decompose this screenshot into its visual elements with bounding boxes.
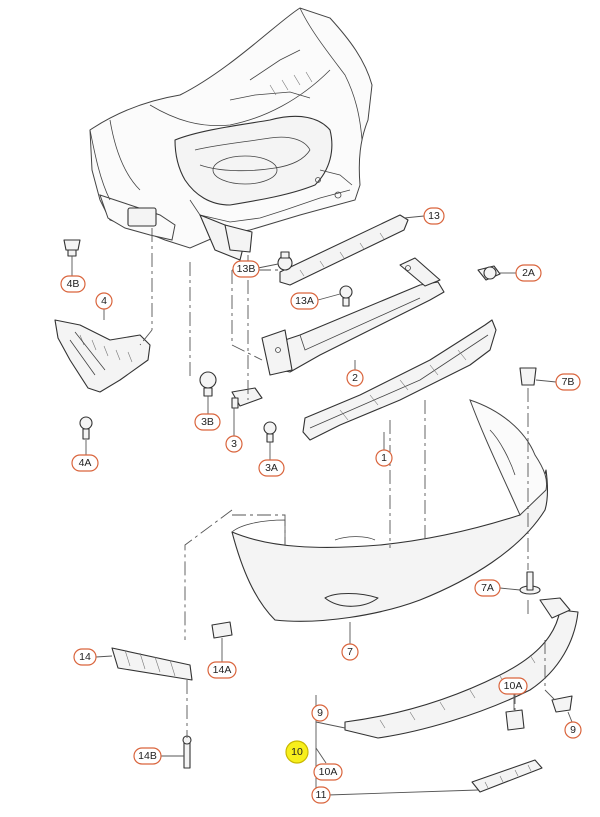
callout-7B: 7B xyxy=(555,373,581,391)
callout-11: 11 xyxy=(311,786,331,804)
callout-4B: 4B xyxy=(60,275,86,293)
callout-9-left-text: 9 xyxy=(317,707,323,719)
callout-13A: 13A xyxy=(290,292,319,310)
part-11-lower-strip xyxy=(471,759,543,793)
callout-13A-text: 13A xyxy=(295,295,314,307)
part-14-reflector-grille xyxy=(111,647,193,681)
callout-7B-text: 7B xyxy=(562,376,575,388)
callout-3: 3 xyxy=(225,435,243,453)
callout-10A-left: 10A xyxy=(313,763,343,781)
callout-9-right-text: 9 xyxy=(570,724,576,736)
part-2-impact-beam xyxy=(261,257,445,376)
callout-14A-text: 14A xyxy=(213,664,232,676)
callout-4A: 4A xyxy=(71,454,99,472)
callout-4A-text: 4A xyxy=(79,457,92,469)
callout-14-text: 14 xyxy=(79,651,91,663)
callout-10A-right-text: 10A xyxy=(504,680,523,692)
callout-10: 10 xyxy=(285,740,309,764)
callout-3B-text: 3B xyxy=(201,416,214,428)
callout-4-text: 4 xyxy=(101,295,107,307)
callout-11-text: 11 xyxy=(316,789,327,801)
callout-14B-text: 14B xyxy=(138,750,157,762)
callout-3A-text: 3A xyxy=(265,462,278,474)
callout-2A: 2A xyxy=(515,264,542,282)
callout-7: 7 xyxy=(341,643,359,661)
callout-4B-text: 4B xyxy=(67,278,80,290)
callout-13B-text: 13B xyxy=(237,263,256,275)
callout-9-left: 9 xyxy=(311,704,329,722)
part-1-energy-absorber xyxy=(302,319,497,441)
callout-7A-text: 7A xyxy=(481,582,494,594)
callout-10A-right: 10A xyxy=(498,677,528,695)
fasteners xyxy=(63,239,573,769)
callout-2-text: 2 xyxy=(352,372,358,384)
callout-4: 4 xyxy=(95,292,113,310)
callout-14B: 14B xyxy=(133,747,162,765)
callout-3-text: 3 xyxy=(231,438,237,450)
callout-1-text: 1 xyxy=(381,452,387,464)
callout-7-text: 7 xyxy=(347,646,353,658)
callout-2: 2 xyxy=(346,369,364,387)
callout-14A: 14A xyxy=(207,661,237,679)
callout-13-text: 13 xyxy=(428,210,440,222)
callout-10-text: 10 xyxy=(291,746,303,758)
part-4-side-bracket xyxy=(54,319,151,393)
callout-3A: 3A xyxy=(258,459,285,477)
vehicle-rear-body xyxy=(89,7,373,261)
callout-1: 1 xyxy=(375,449,393,467)
callout-10A-left-text: 10A xyxy=(319,766,338,778)
part-13-guide xyxy=(279,214,409,286)
callout-3B: 3B xyxy=(194,413,221,431)
callout-13: 13 xyxy=(423,207,445,225)
callout-9-right: 9 xyxy=(564,721,582,739)
callout-2A-text: 2A xyxy=(522,267,535,279)
callout-7A: 7A xyxy=(474,579,501,597)
callout-14: 14 xyxy=(73,648,97,666)
part-9-lower-spoiler xyxy=(344,597,579,739)
callout-13B: 13B xyxy=(232,260,260,278)
